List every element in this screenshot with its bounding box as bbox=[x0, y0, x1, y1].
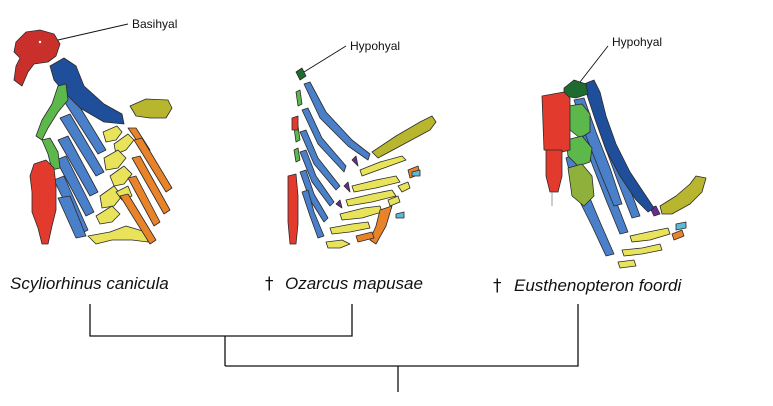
callout-basihyal: Basihyal bbox=[57, 17, 177, 41]
yellow-element bbox=[387, 195, 401, 207]
green-hypobranchial bbox=[41, 137, 61, 171]
yellow-element bbox=[109, 165, 133, 187]
extinct-marker: † bbox=[265, 274, 274, 294]
yellow-element bbox=[621, 243, 663, 257]
green-hypobranchial bbox=[295, 89, 303, 107]
olive-epibranchial bbox=[659, 175, 707, 215]
blue-ceratobranchial bbox=[57, 135, 99, 197]
green-hypobranchial bbox=[35, 83, 69, 141]
tree-branch-inner-clade bbox=[89, 304, 353, 337]
yellow-element bbox=[359, 155, 407, 177]
specimen-ozarcus bbox=[287, 67, 437, 249]
yellow-element bbox=[629, 227, 671, 243]
yellow-element bbox=[329, 221, 371, 235]
blue-ceratobranchial bbox=[299, 129, 341, 191]
yellow-element bbox=[351, 175, 401, 193]
species-name-ozarcus: Ozarcus mapusae bbox=[285, 274, 423, 293]
yellow-element bbox=[95, 205, 121, 225]
orange-ray bbox=[119, 193, 157, 245]
orange-ray bbox=[131, 155, 171, 215]
yellow-element bbox=[617, 259, 637, 269]
species-name-eusthenopteron: Eusthenopteron foordi bbox=[514, 276, 683, 295]
purple-element bbox=[351, 155, 359, 167]
yellow-element bbox=[102, 125, 123, 143]
navy-ceratohyal bbox=[583, 79, 655, 213]
orange-element bbox=[369, 205, 393, 245]
navy-ceratohyal bbox=[303, 81, 371, 161]
orange-ray bbox=[133, 137, 173, 193]
red-basihyal bbox=[13, 29, 61, 87]
yellow-element bbox=[87, 225, 149, 245]
blue-ceratobranchial bbox=[301, 107, 347, 173]
red-element bbox=[291, 115, 299, 131]
extinct-marker: † bbox=[493, 276, 502, 296]
blue-ceratobranchial bbox=[57, 195, 87, 239]
purple-element bbox=[335, 199, 343, 209]
red-basibranchial bbox=[29, 159, 57, 245]
callout-hypohyal-ozarcus: Hypohyal bbox=[303, 39, 400, 73]
red-basibranchial-tail bbox=[545, 149, 563, 193]
light-blue-element bbox=[395, 211, 405, 219]
orange-element bbox=[671, 229, 685, 241]
blue-ceratobranchial bbox=[59, 113, 105, 177]
orange-ray bbox=[127, 175, 161, 227]
yellow-element bbox=[339, 205, 383, 221]
leader-line bbox=[57, 23, 129, 41]
red-basibranchial bbox=[287, 173, 299, 245]
green-hypobranchial bbox=[293, 147, 301, 163]
basihyal-mark bbox=[38, 40, 42, 44]
olive-hypobranchial bbox=[567, 163, 595, 207]
olive-epibranchial bbox=[371, 115, 437, 159]
blue-ceratobranchial bbox=[55, 155, 95, 217]
green-hypobranchial bbox=[565, 135, 593, 167]
label-hypohyal: Hypohyal bbox=[350, 39, 400, 53]
blue-ceratobranchial bbox=[299, 149, 335, 207]
dark-green-hypohyal bbox=[295, 67, 307, 81]
label-hypohyal: Hypohyal bbox=[612, 35, 662, 49]
specimen-scyliorhinus bbox=[13, 29, 173, 245]
specimen-eusthenopteron bbox=[541, 79, 707, 269]
leader-line bbox=[303, 45, 347, 73]
yellow-element bbox=[103, 149, 127, 171]
light-blue-element bbox=[675, 221, 687, 231]
orange-element bbox=[355, 231, 375, 243]
olive-ceratobranchial bbox=[129, 98, 173, 119]
red-basibranchial bbox=[541, 91, 571, 153]
yellow-element bbox=[397, 181, 411, 193]
tree-branch-root-clade bbox=[225, 304, 579, 367]
label-basihyal: Basihyal bbox=[132, 17, 177, 31]
yellow-element bbox=[345, 189, 397, 207]
species-name-scyliorhinus: Scyliorhinus canicula bbox=[10, 274, 169, 293]
yellow-element bbox=[99, 185, 123, 209]
callout-hypohyal-eusthenopteron: Hypohyal bbox=[579, 35, 662, 83]
blue-ceratobranchial bbox=[301, 189, 325, 239]
purple-element bbox=[343, 181, 351, 193]
leader-line bbox=[579, 45, 609, 83]
light-blue-element bbox=[411, 169, 421, 177]
yellow-element bbox=[325, 239, 351, 249]
phylogeny-tree bbox=[89, 304, 579, 392]
